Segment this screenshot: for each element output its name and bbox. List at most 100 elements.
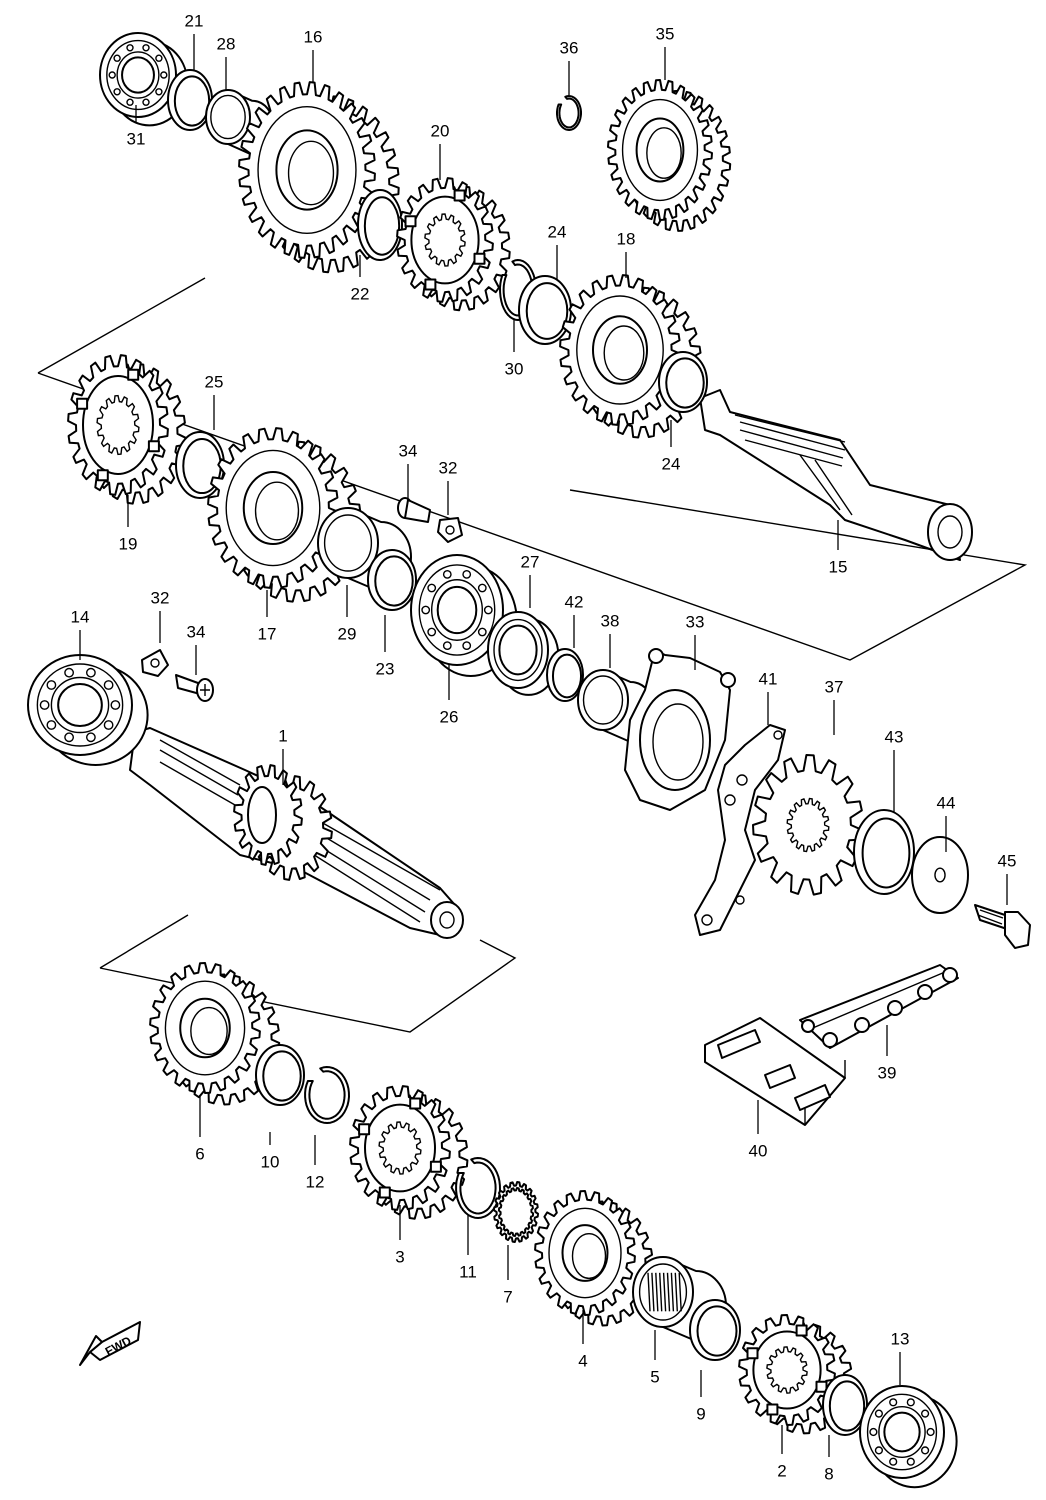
part-number-label: 19 xyxy=(119,534,138,553)
part-number-label: 16 xyxy=(304,27,323,46)
part-number-label: 2 xyxy=(777,1461,786,1480)
part-number-label: 4 xyxy=(578,1351,587,1370)
callout-p21: 21 xyxy=(185,11,204,70)
washer-43 xyxy=(853,809,915,895)
callout-p8: 8 xyxy=(824,1435,834,1483)
seal-retainer-plate-33 xyxy=(624,648,736,811)
callout-p30: 30 xyxy=(505,320,524,378)
washer-7 xyxy=(493,1181,539,1243)
callout-p42: 42 xyxy=(565,592,584,648)
callout-p14: 14 xyxy=(71,607,90,660)
washer-10 xyxy=(255,1044,305,1106)
callout-p4: 4 xyxy=(578,1310,588,1370)
gear-35 xyxy=(607,79,732,232)
callout-p37: 37 xyxy=(825,677,843,735)
washer-22 xyxy=(357,189,403,261)
washer-23 xyxy=(367,549,417,611)
part-number-label: 23 xyxy=(376,659,395,678)
callout-p17: 17 xyxy=(258,590,277,643)
gear-18 xyxy=(559,274,702,439)
part-number-label: 24 xyxy=(662,454,681,473)
callout-p28: 28 xyxy=(217,34,236,90)
part-number-label: 28 xyxy=(217,34,236,53)
callout-p32a: 32 xyxy=(439,458,458,515)
part-number-label: 32 xyxy=(439,458,458,477)
part-number-label: 8 xyxy=(824,1464,833,1483)
part-number-label: 6 xyxy=(195,1144,204,1163)
part-number-label: 44 xyxy=(937,793,956,812)
part-number-label: 24 xyxy=(548,222,567,241)
part-number-label: 45 xyxy=(998,851,1017,870)
part-number-label: 7 xyxy=(503,1287,512,1306)
callout-p26: 26 xyxy=(440,665,459,726)
callout-p7: 7 xyxy=(503,1245,513,1306)
callout-p43: 43 xyxy=(885,727,903,812)
chain-joint-40 xyxy=(704,1017,846,1126)
driveshaft-gear-teeth xyxy=(233,764,333,881)
callout-p18: 18 xyxy=(617,229,636,278)
part-number-label: 18 xyxy=(617,229,636,248)
circlip-12 xyxy=(304,1066,350,1124)
bolt-34-upper xyxy=(397,497,431,523)
callout-p3: 3 xyxy=(395,1205,405,1266)
callout-p2: 2 xyxy=(777,1425,787,1480)
part-number-label: 12 xyxy=(306,1172,325,1191)
part-number-label: 5 xyxy=(650,1367,659,1386)
callout-p15: 15 xyxy=(829,520,847,576)
callout-p11: 11 xyxy=(459,1215,477,1281)
washer-8 xyxy=(822,1374,868,1436)
callout-p32b: 32 xyxy=(151,588,169,643)
gear-20 xyxy=(396,177,511,312)
washer-9 xyxy=(689,1299,741,1361)
gear-19 xyxy=(67,354,187,505)
countershaft-group-outline xyxy=(37,277,1028,661)
part-number-label: 35 xyxy=(656,24,675,43)
callout-layer: 1234567891011121314151617181920212223242… xyxy=(71,11,1017,1483)
forward-direction-arrow: FWD xyxy=(79,1321,141,1366)
part-number-label: 21 xyxy=(185,11,204,30)
callout-p10: 10 xyxy=(261,1132,280,1171)
part-number-label: 25 xyxy=(205,372,224,391)
part-number-label: 11 xyxy=(459,1262,477,1281)
part-number-label: 30 xyxy=(505,359,524,378)
part-number-label: 3 xyxy=(395,1247,404,1266)
callout-p5: 5 xyxy=(650,1330,660,1386)
part-number-label: 31 xyxy=(127,129,146,148)
part-number-label: 26 xyxy=(440,707,459,726)
part-number-label: 34 xyxy=(187,622,206,641)
part-number-label: 29 xyxy=(338,624,357,643)
sprocket-37 xyxy=(752,754,864,896)
circlip-11 xyxy=(455,1157,501,1219)
washer-24b xyxy=(658,351,708,413)
callout-p31: 31 xyxy=(127,105,146,148)
sprocket-bolt-45 xyxy=(974,904,1031,949)
part-number-label: 41 xyxy=(759,669,778,688)
gear-6 xyxy=(149,962,281,1106)
part-number-label: 10 xyxy=(261,1152,280,1171)
part-number-label: 17 xyxy=(258,624,277,643)
callout-p22: 22 xyxy=(351,255,370,303)
lock-washer-32-lower xyxy=(141,649,169,677)
callout-p33: 33 xyxy=(686,612,704,670)
callout-p1: 1 xyxy=(278,726,288,785)
part-number-label: 22 xyxy=(351,284,370,303)
callout-p13: 13 xyxy=(891,1329,909,1385)
washer-21 xyxy=(167,69,213,131)
callout-p41: 41 xyxy=(759,669,778,725)
gear-3 xyxy=(349,1085,469,1220)
part-number-label: 40 xyxy=(749,1141,768,1160)
callout-p24b: 24 xyxy=(662,420,681,473)
callout-p39: 39 xyxy=(878,1025,896,1082)
part-number-label: 42 xyxy=(565,592,584,611)
callout-p40: 40 xyxy=(749,1100,768,1160)
callout-p24a: 24 xyxy=(548,222,567,280)
circlip-36 xyxy=(556,95,582,131)
part-number-label: 1 xyxy=(278,726,287,745)
bearing-14 xyxy=(27,654,149,766)
callout-p45: 45 xyxy=(998,851,1017,905)
part-number-label: 34 xyxy=(399,441,418,460)
callout-p34a: 34 xyxy=(399,441,418,500)
part-number-label: 14 xyxy=(71,607,90,626)
